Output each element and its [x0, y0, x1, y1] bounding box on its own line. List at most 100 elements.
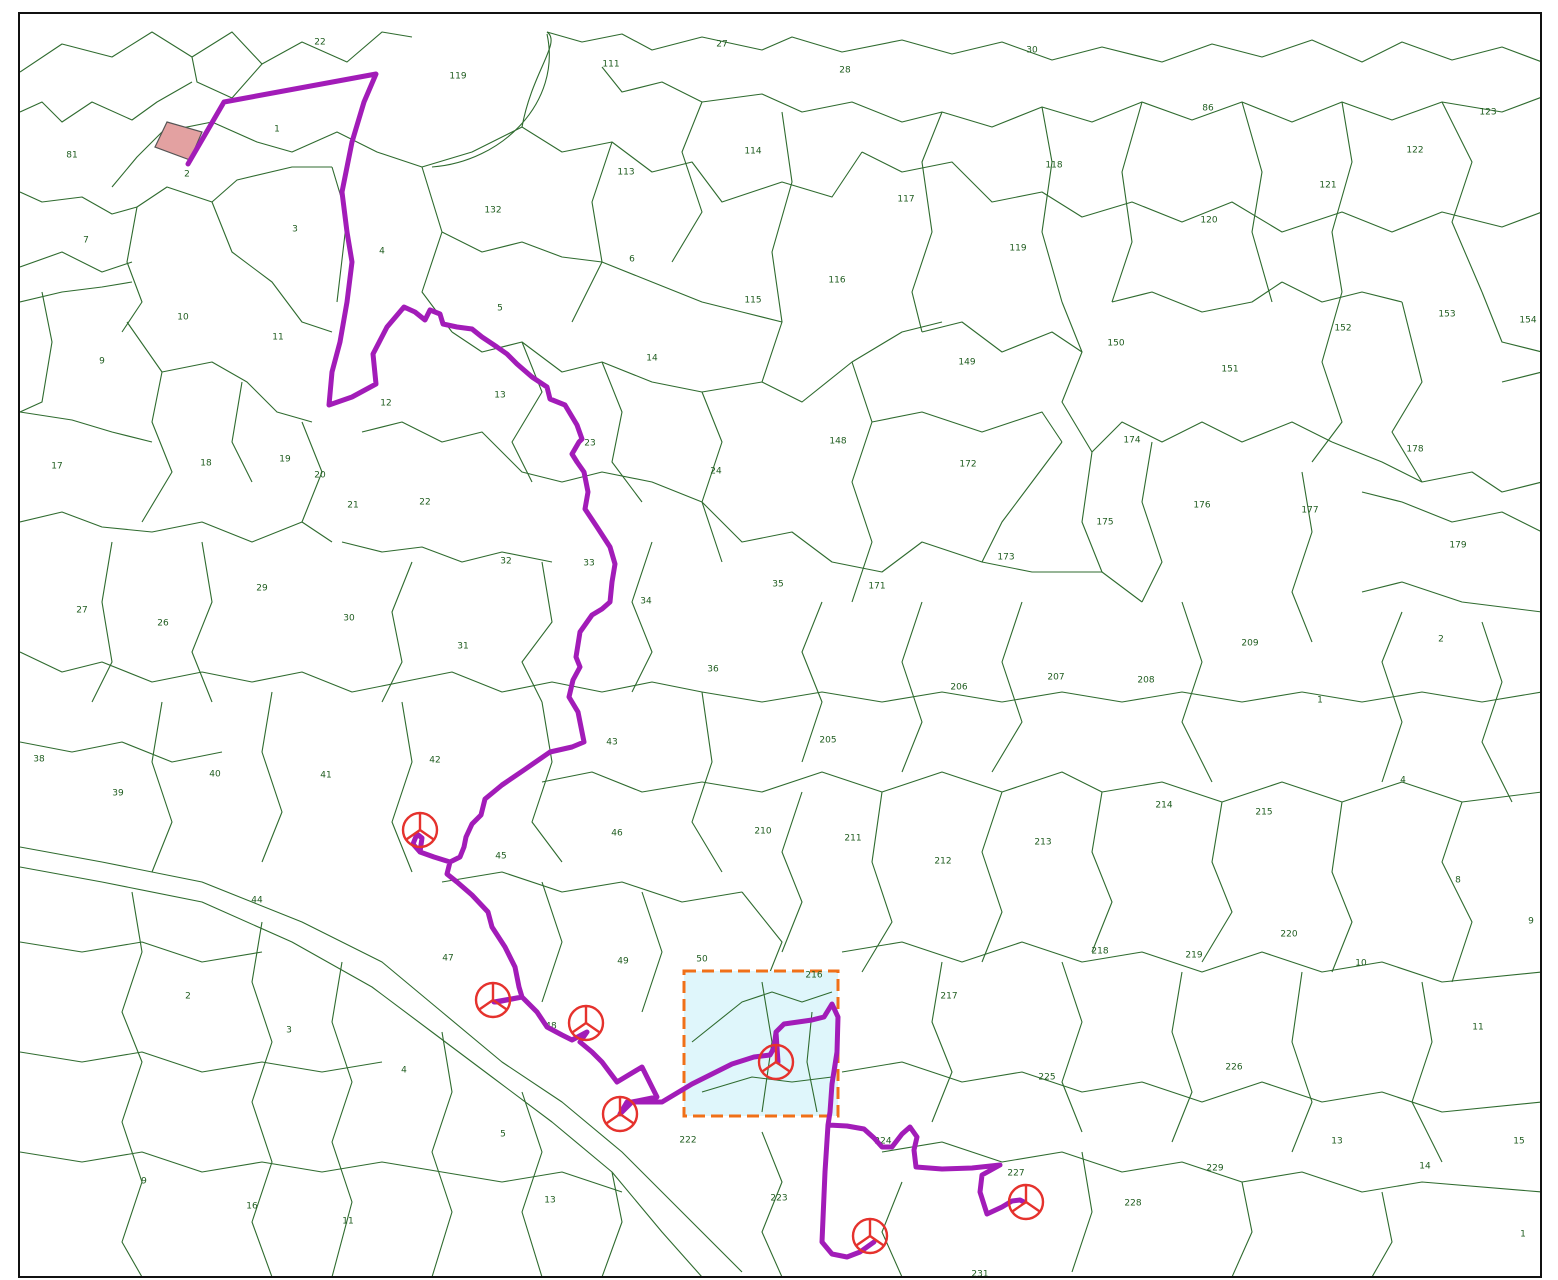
plot-label: 211	[844, 834, 861, 844]
plot-label: 24	[710, 467, 722, 477]
plot-label: 171	[868, 582, 885, 592]
plot-label: 220	[1280, 930, 1297, 940]
plot-label: 2	[184, 170, 190, 180]
plot-label: 215	[1255, 808, 1272, 818]
wind-turbine-icon[interactable]	[757, 1043, 795, 1081]
plot-label: 10	[177, 313, 189, 323]
plot-label: 12	[380, 399, 391, 409]
plot-label: 119	[449, 72, 466, 82]
plot-label: 177	[1301, 506, 1318, 516]
route-line[interactable]	[185, 71, 1027, 1260]
plot-label: 213	[1034, 838, 1051, 848]
plot-label: 114	[744, 147, 761, 157]
plot-label: 148	[829, 437, 846, 447]
plot-label: 4	[379, 247, 385, 257]
plot-label: 3	[292, 225, 298, 235]
plot-label: 13	[494, 391, 505, 401]
plot-label: 217	[940, 992, 957, 1002]
plot-label: 81	[66, 151, 77, 161]
plot-label: 22	[314, 38, 325, 48]
plot-label: 49	[617, 957, 629, 967]
plot-label: 28	[839, 66, 851, 76]
plot-label: 13	[544, 1196, 555, 1206]
plot-label: 123	[1479, 108, 1496, 118]
plot-label: 214	[1155, 801, 1172, 811]
plot-label: 120	[1200, 216, 1217, 226]
plot-label: 13	[1331, 1137, 1342, 1147]
plot-label: 226	[1225, 1063, 1242, 1073]
plot-label: 119	[1009, 244, 1026, 254]
plot-label: 152	[1334, 324, 1351, 334]
plot-label: 223	[770, 1194, 787, 1204]
wind-turbine-icon[interactable]	[601, 1095, 639, 1133]
plot-label: 21	[347, 501, 358, 511]
wind-turbine-icon[interactable]	[1007, 1183, 1045, 1221]
plot-label: 11	[1472, 1023, 1483, 1033]
wind-turbine-icon[interactable]	[474, 981, 512, 1019]
map-frame: 22 119 111 27 28 30 86 123 81 1 2 113 11…	[18, 12, 1542, 1278]
plot-label: 176	[1193, 501, 1210, 511]
parcel-map[interactable]: 22 119 111 27 28 30 86 123 81 1 2 113 11…	[20, 14, 1542, 1278]
plot-label: 5	[497, 304, 503, 314]
wind-turbine-icon[interactable]	[567, 1004, 605, 1042]
plot-label: 9	[1528, 917, 1534, 927]
plot-label: 153	[1438, 310, 1455, 320]
plot-label: 227	[1007, 1169, 1024, 1179]
plot-label: 41	[320, 771, 331, 781]
wind-turbine-icon[interactable]	[851, 1217, 889, 1255]
plot-label: 207	[1047, 673, 1064, 683]
plot-label: 228	[1124, 1199, 1141, 1209]
plot-label: 154	[1519, 316, 1536, 326]
plot-label: 219	[1185, 951, 1202, 961]
plot-label: 118	[1045, 161, 1062, 171]
plot-label: 35	[772, 580, 783, 590]
plot-label: 43	[606, 738, 617, 748]
plot-label: 38	[33, 755, 45, 765]
plot-label: 175	[1096, 518, 1113, 528]
plot-label: 2	[185, 992, 191, 1002]
plot-label: 210	[754, 827, 771, 837]
plot-label: 216	[805, 971, 822, 981]
plot-label: 212	[934, 857, 951, 867]
plot-label: 225	[1038, 1073, 1055, 1083]
plot-label: 172	[959, 460, 976, 470]
plot-label: 26	[157, 619, 169, 629]
plot-label: 14	[1419, 1162, 1431, 1172]
plot-label: 231	[971, 1270, 988, 1279]
plot-label: 30	[343, 614, 355, 624]
highlight-area[interactable]	[682, 969, 840, 1118]
plot-label: 11	[272, 333, 283, 343]
plot-label: 2	[1438, 635, 1444, 645]
highlight-area-fill	[682, 969, 840, 1118]
plot-label: 122	[1406, 146, 1423, 156]
plot-label: 1	[274, 125, 280, 135]
plot-label: 30	[1026, 46, 1038, 56]
plot-label: 10	[1355, 959, 1367, 969]
plot-label: 4	[1400, 776, 1406, 786]
plot-label: 46	[611, 829, 623, 839]
plot-label: 40	[209, 770, 221, 780]
plot-label: 218	[1091, 947, 1108, 957]
plot-label: 173	[997, 553, 1014, 563]
plot-label: 86	[1202, 104, 1214, 114]
plot-label: 20	[314, 471, 326, 481]
plot-label: 111	[602, 60, 619, 70]
plot-label: 179	[1449, 541, 1466, 551]
plot-label: 16	[246, 1202, 258, 1212]
plot-label: 117	[897, 195, 914, 205]
plot-label: 11	[342, 1217, 353, 1227]
plot-label: 31	[457, 642, 468, 652]
plot-label: 33	[583, 559, 594, 569]
plot-labels: 22 119 111 27 28 30 86 123 81 1 2 113 11…	[33, 38, 1537, 1279]
wind-turbine-icon[interactable]	[401, 811, 439, 849]
plot-label: 17	[51, 462, 62, 472]
plot-label: 209	[1241, 639, 1258, 649]
plot-label: 14	[646, 354, 658, 364]
plot-label: 47	[442, 954, 453, 964]
plot-label: 23	[584, 439, 595, 449]
plot-label: 9	[141, 1177, 147, 1187]
plot-label: 4	[401, 1066, 407, 1076]
plot-label: 206	[950, 683, 967, 693]
plot-label: 224	[874, 1137, 891, 1147]
plot-label: 7	[83, 236, 89, 246]
